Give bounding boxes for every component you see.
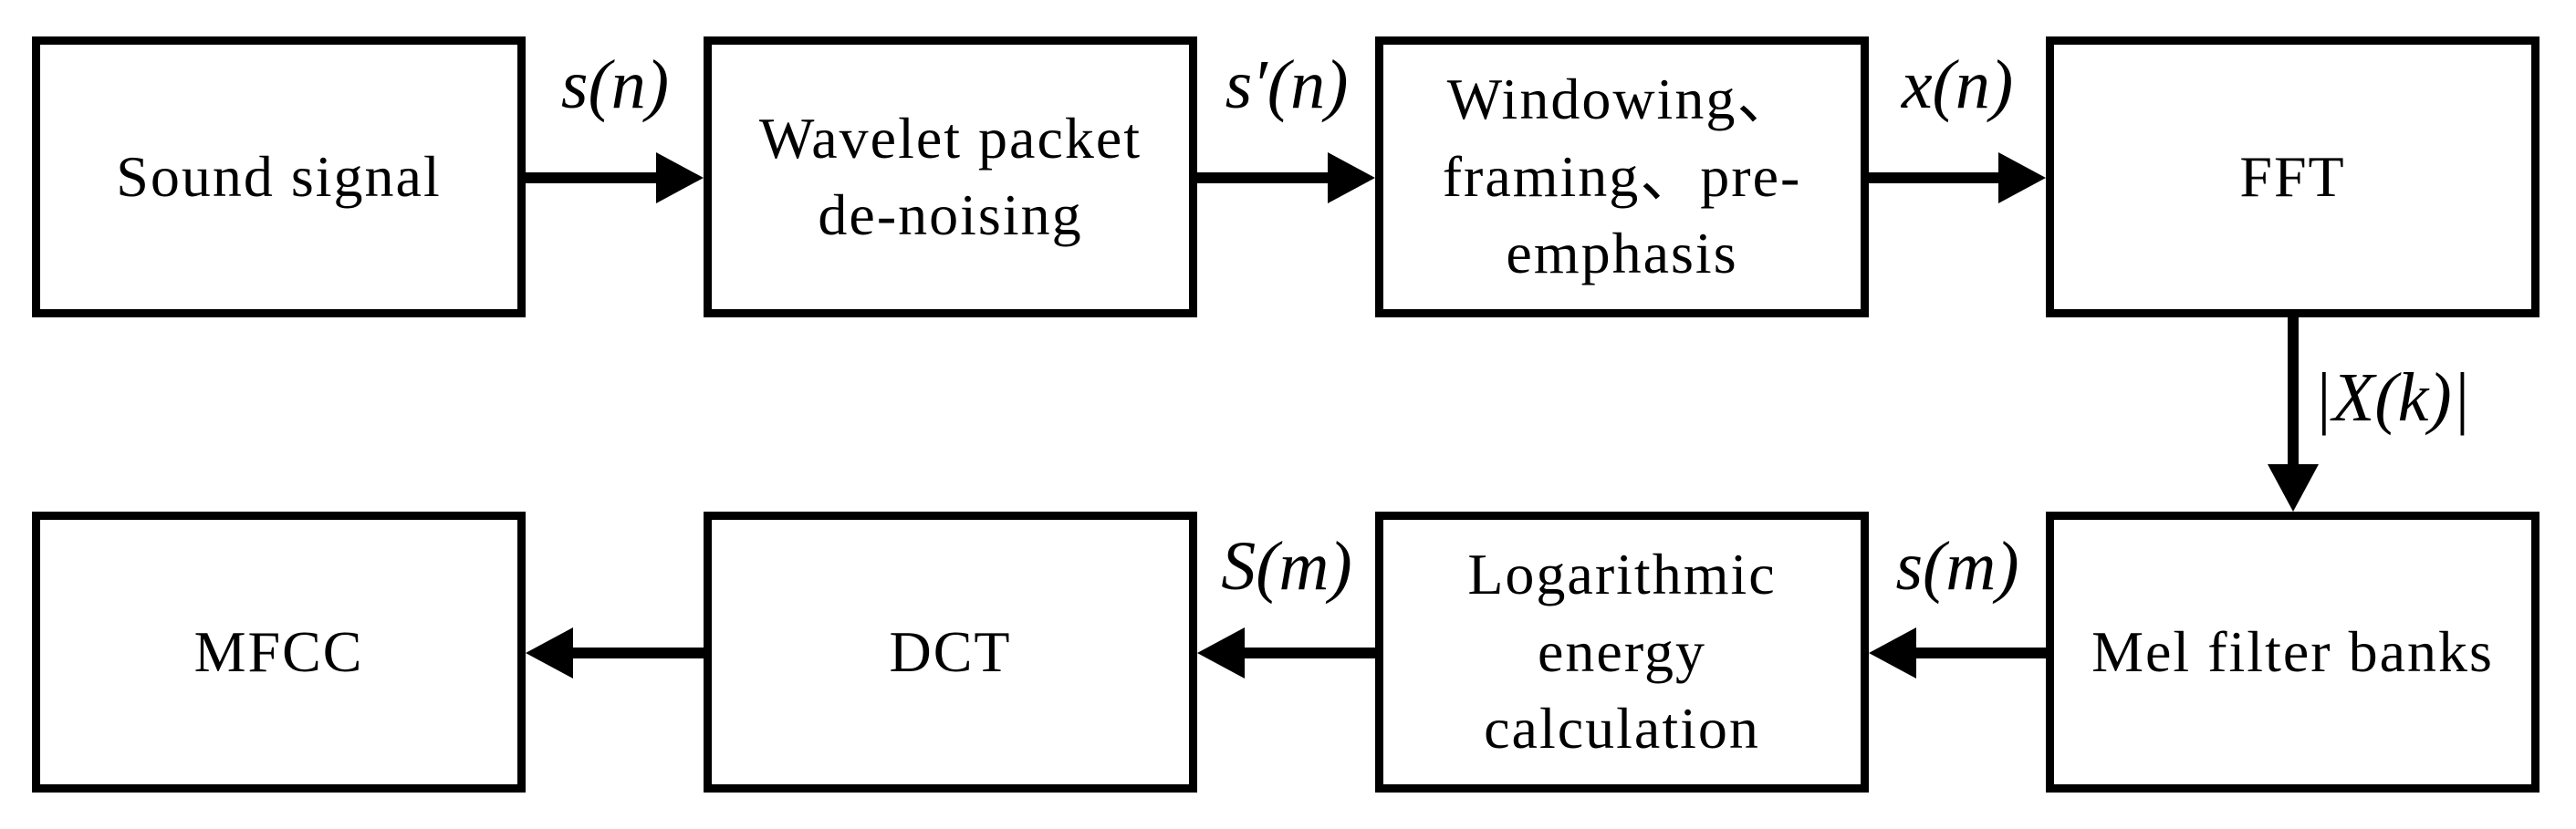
box-logarithmic-energy: Logarithmic energy calculation (1375, 512, 1869, 793)
arrow-mel-to-logenergy (1869, 627, 2046, 679)
arrow-shaft (1916, 648, 2046, 658)
arrow-shaft (526, 172, 656, 183)
box-wavelet-denoising: Wavelet packet de-noising (704, 36, 1197, 317)
box-mel-filter-banks: Mel filter banks (2046, 512, 2539, 793)
arrow-shaft (1869, 172, 1998, 183)
arrow-fft-to-mel (2268, 317, 2319, 512)
edge-label-X-k-magnitude: |X(k)| (2313, 359, 2471, 436)
arrow-sound-to-wavelet (526, 152, 704, 203)
arrow-shaft (1197, 172, 1328, 183)
arrowhead (526, 627, 573, 679)
box-windowing-framing-preemphasis: Windowing、 framing、pre- emphasis (1375, 36, 1869, 317)
edge-label-x-n: x(n) (1901, 47, 2014, 123)
box-label-line: Logarithmic (1467, 542, 1777, 607)
arrowhead (1998, 152, 2046, 203)
arrow-windowing-to-fft (1869, 152, 2046, 203)
edge-label-s-n: s(n) (560, 47, 670, 123)
arrowhead (1328, 152, 1375, 203)
arrow-logenergy-to-dct (1197, 627, 1375, 679)
box-label-line: calculation (1484, 696, 1760, 762)
box-label-line: framing、pre- (1442, 143, 1802, 209)
edge-label-s-m: s(m) (1895, 528, 2019, 605)
arrowhead (1869, 627, 1916, 679)
box-label-line: energy (1538, 618, 1706, 684)
box-dct: DCT (704, 512, 1197, 793)
arrow-shaft (573, 648, 704, 658)
arrowhead (1197, 627, 1245, 679)
arrow-dct-to-mfcc (526, 627, 704, 679)
arrow-wavelet-to-windowing (1197, 152, 1375, 203)
edge-label-S-m: S(m) (1221, 528, 1352, 605)
box-sound-signal: Sound signal (32, 36, 526, 317)
box-label-line: de-noising (818, 182, 1083, 247)
box-label-line: Wavelet packet (758, 105, 1142, 171)
box-label-line: MFCC (193, 618, 364, 684)
box-label-line: DCT (889, 618, 1012, 684)
edge-label-s-prime-n: s′(n) (1225, 47, 1349, 123)
box-mfcc: MFCC (32, 512, 526, 793)
arrowhead (656, 152, 704, 203)
box-label-line: Windowing、 (1446, 67, 1798, 132)
box-label-line: Sound signal (116, 143, 442, 209)
arrow-shaft (2288, 317, 2299, 464)
box-label-line: Mel filter banks (2091, 618, 2494, 684)
box-fft: FFT (2046, 36, 2539, 317)
box-label-line: FFT (2239, 143, 2346, 209)
arrow-shaft (1245, 648, 1375, 658)
box-label-line: emphasis (1506, 221, 1738, 286)
arrowhead (2268, 464, 2319, 512)
